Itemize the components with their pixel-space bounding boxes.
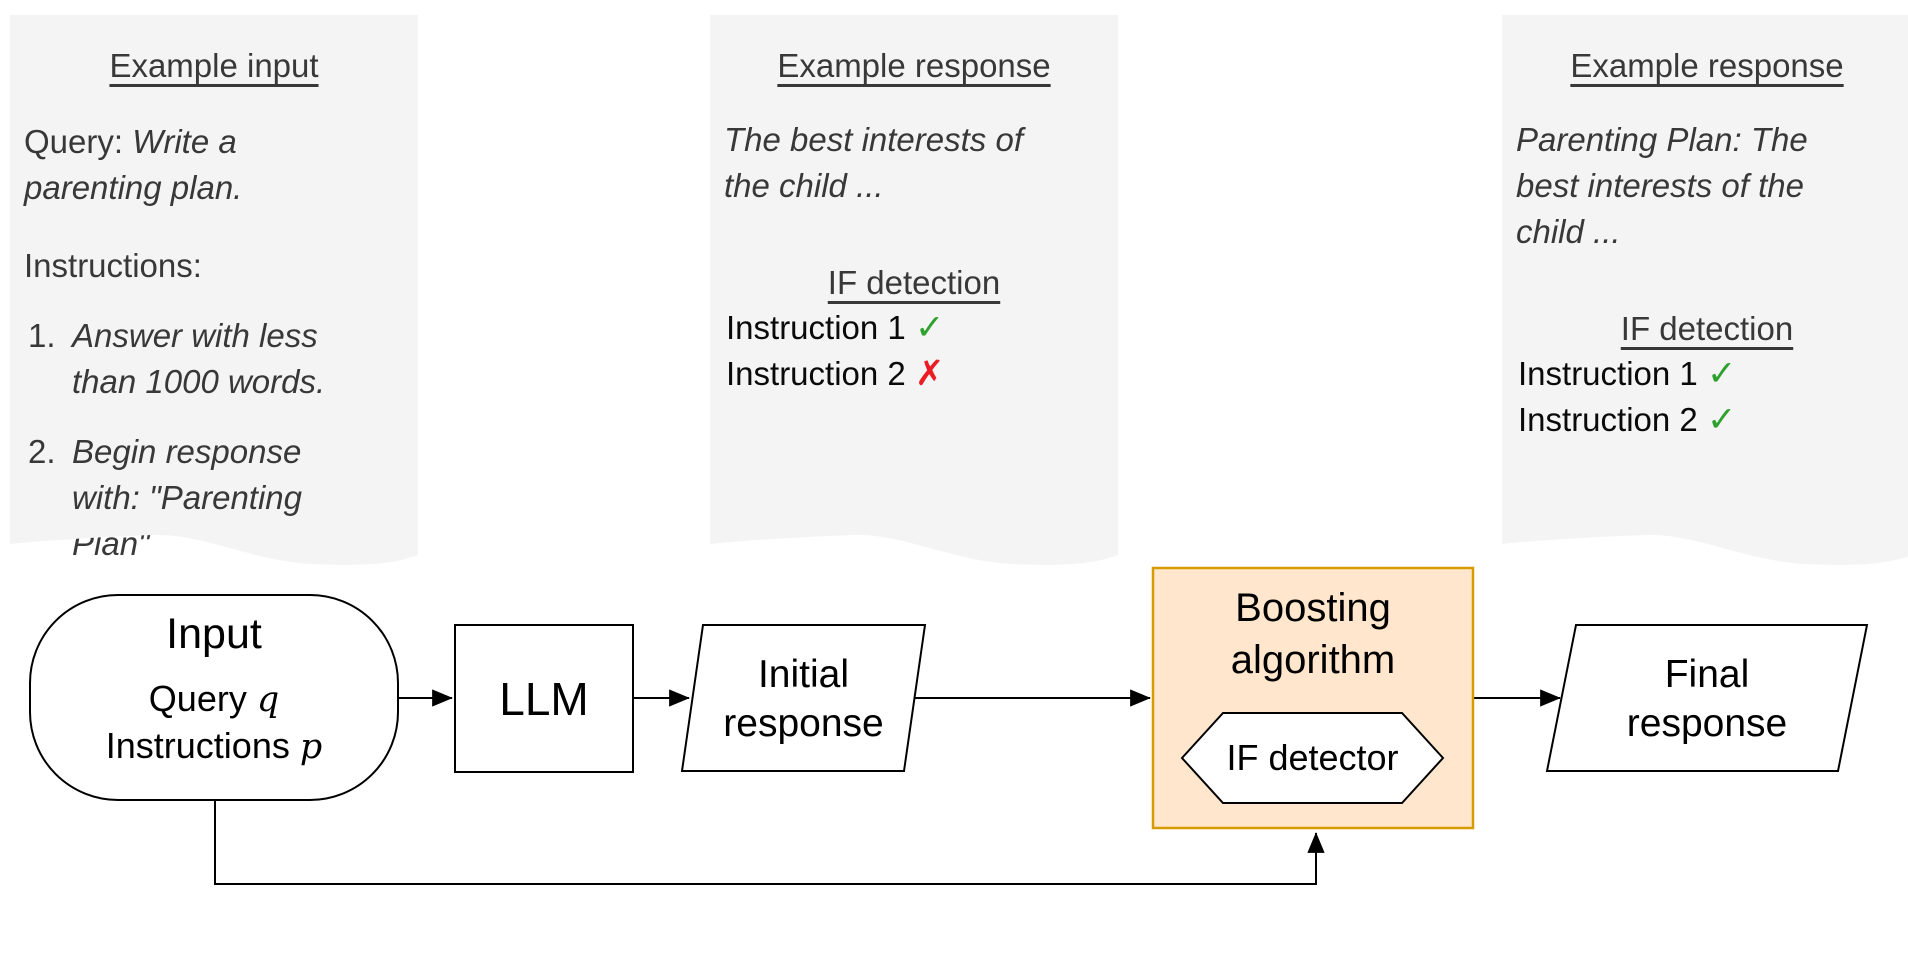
input-query-line: Query q <box>30 676 398 723</box>
input-instructions-line: Instructions p <box>30 723 398 770</box>
llm-node-label: LLM <box>499 672 589 725</box>
response-text: Parenting Plan: The best interests of th… <box>1516 121 1808 250</box>
if-detection-heading: IF detection <box>724 261 1104 305</box>
if-detection-row: Instruction 1 ✓ <box>724 305 1104 351</box>
list-item-text: Answer with less than 1000 words. <box>72 317 326 400</box>
panel-heading: Example input <box>24 45 404 87</box>
if-detection-row: Instruction 2 ✓ <box>1516 397 1898 443</box>
panel-heading-text: Example input <box>109 47 319 84</box>
final-response-node-label: Final response <box>1626 652 1788 745</box>
instruction-label: Instruction 2 <box>1518 401 1698 438</box>
query-paragraph: Query: Write a parenting plan. <box>24 119 356 211</box>
list-item: 1. Answer with less than 1000 words. <box>24 313 404 405</box>
panel-heading: Example response <box>1516 45 1898 87</box>
example-response-initial-body: Example response The best interests of t… <box>710 15 1118 527</box>
list-item-text: Begin response with: "Parenting Plan" <box>72 433 303 562</box>
panel-wave-edge <box>1502 527 1908 565</box>
check-mark-icon: ✓ <box>1706 354 1737 393</box>
if-detection-row: Instruction 1 ✓ <box>1516 351 1898 397</box>
check-mark-icon: ✓ <box>1706 400 1737 439</box>
query-variable: q <box>256 680 280 720</box>
input-node-title: Input <box>166 610 262 658</box>
input-instructions-label: Instructions <box>105 725 300 766</box>
list-item-number: 2. <box>28 433 56 470</box>
if-detection-row: Instruction 2 ✗ <box>724 351 1104 397</box>
if-detection-heading: IF detection <box>1516 307 1898 351</box>
example-input-panel: Example input Query: Write a parenting p… <box>10 15 418 587</box>
panel-heading-text: Example response <box>1570 47 1844 84</box>
if-detection-heading-text: IF detection <box>827 264 1001 301</box>
panel-wave-edge <box>710 527 1118 565</box>
instructions-label: Instructions: <box>24 247 202 284</box>
instruction-label: Instruction 1 <box>1518 355 1698 392</box>
initial-response-node-shape <box>680 624 927 772</box>
instruction-label: Instruction 2 <box>726 355 906 392</box>
initial-response-node-label: Initial response <box>723 652 884 745</box>
if-detector-hexagon-shape <box>1180 712 1445 804</box>
input-node-sublabel: Query q Instructions p <box>30 676 398 770</box>
example-input-panel-body: Example input Query: Write a parenting p… <box>10 15 418 562</box>
final-response-node-shape <box>1545 624 1869 772</box>
example-response-final-panel: Example response Parenting Plan: The bes… <box>1502 15 1908 587</box>
check-mark-icon: ✓ <box>914 308 945 347</box>
input-query-label: Query <box>148 678 257 719</box>
query-label: Query: <box>24 123 124 160</box>
boosting-algorithm-node-title: Boosting algorithm <box>1230 586 1396 682</box>
instructions-variable: p <box>299 727 323 767</box>
arrow-input-feedback-to-boosting <box>214 799 1325 885</box>
response-text: The best interests of the child ... <box>724 121 1023 204</box>
input-node-shape <box>29 594 399 801</box>
example-response-final-body: Example response Parenting Plan: The bes… <box>1502 15 1908 527</box>
panel-heading-text: Example response <box>777 47 1051 84</box>
panel-heading: Example response <box>724 45 1104 87</box>
if-detector-label: IF detector <box>1226 737 1399 778</box>
cross-mark-icon: ✗ <box>914 354 945 393</box>
llm-node-shape <box>454 624 634 773</box>
if-detection-heading-text: IF detection <box>1620 310 1794 347</box>
example-response-initial-panel: Example response The best interests of t… <box>710 15 1118 587</box>
instruction-label: Instruction 1 <box>726 309 906 346</box>
list-item-number: 1. <box>28 317 56 354</box>
panel-wave-edge <box>10 527 418 565</box>
list-item: 2. Begin response with: "Parenting Plan" <box>24 429 404 567</box>
query-text: Write a parenting plan. <box>24 123 243 206</box>
